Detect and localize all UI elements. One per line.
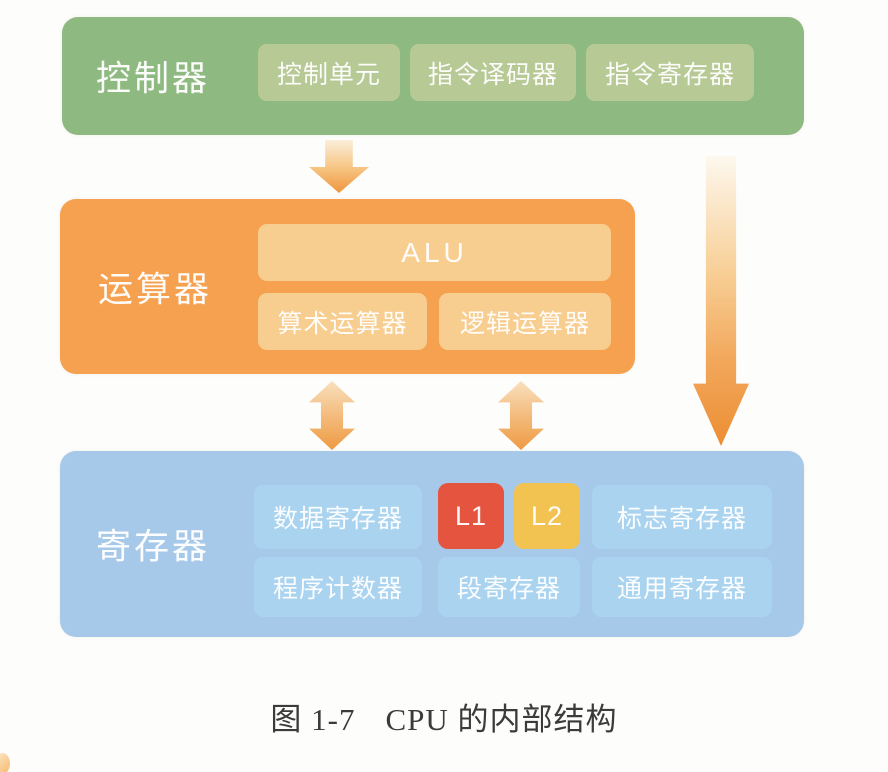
- l1-cache-box: L1: [438, 483, 504, 549]
- l2-cache-label: L2: [530, 500, 564, 531]
- segment-register-box: 段寄存器: [438, 557, 580, 617]
- data-register-label: 数据寄存器: [272, 505, 403, 533]
- instruction-decoder-label: 指令译码器: [427, 60, 558, 89]
- program-counter-box: 程序计数器: [254, 557, 422, 617]
- logic-operator-box: 逻辑运算器: [439, 293, 611, 350]
- general-register-label: 通用寄存器: [616, 575, 747, 603]
- segment-register-label: 段寄存器: [456, 575, 561, 603]
- data-register-box: 数据寄存器: [254, 485, 422, 549]
- page-edge-artifact: [0, 753, 10, 772]
- flag-register-box: 标志寄存器: [592, 485, 772, 549]
- figure-caption: 图 1-7 CPU 的内部结构: [0, 694, 888, 739]
- figure-number: 图 1-7: [270, 702, 356, 737]
- controller-block: 控制器 控制单元 指令译码器 指令寄存器: [62, 17, 804, 135]
- l2-cache-box: L2: [514, 483, 580, 549]
- registers-block: 寄存器 数据寄存器 L1 L2 标志寄存器 程序计数器 段寄存器 通用寄存器: [60, 451, 804, 637]
- alu-box: ALU: [258, 224, 611, 281]
- double-arrow-arithmetic-registers-left: [309, 381, 355, 450]
- down-arrow-controller-to-registers: [693, 156, 749, 446]
- alu-label: ALU: [401, 236, 468, 268]
- arithmetic-operator-label: 算术运算器: [277, 309, 408, 338]
- control-unit-label: 控制单元: [276, 60, 381, 89]
- down-arrow-controller-to-arithmetic: [309, 140, 369, 193]
- instruction-decoder-box: 指令译码器: [410, 44, 576, 101]
- program-counter-label: 程序计数器: [272, 575, 403, 603]
- arithmetic-unit-label: 运算器: [98, 270, 213, 309]
- arithmetic-unit-block: 运算器 ALU 算术运算器 逻辑运算器: [60, 199, 635, 374]
- controller-label: 控制器: [96, 59, 211, 99]
- double-arrow-arithmetic-registers-right: [498, 381, 544, 450]
- general-register-box: 通用寄存器: [592, 557, 772, 617]
- instruction-register-label: 指令寄存器: [604, 60, 735, 89]
- registers-label: 寄存器: [96, 527, 211, 567]
- flag-register-label: 标志寄存器: [616, 505, 747, 533]
- instruction-register-box: 指令寄存器: [586, 44, 754, 101]
- control-unit-box: 控制单元: [258, 44, 400, 101]
- l1-cache-label: L1: [454, 500, 488, 531]
- logic-operator-label: 逻辑运算器: [459, 309, 590, 338]
- arithmetic-operator-box: 算术运算器: [258, 293, 427, 350]
- figure-title: CPU 的内部结构: [385, 702, 618, 737]
